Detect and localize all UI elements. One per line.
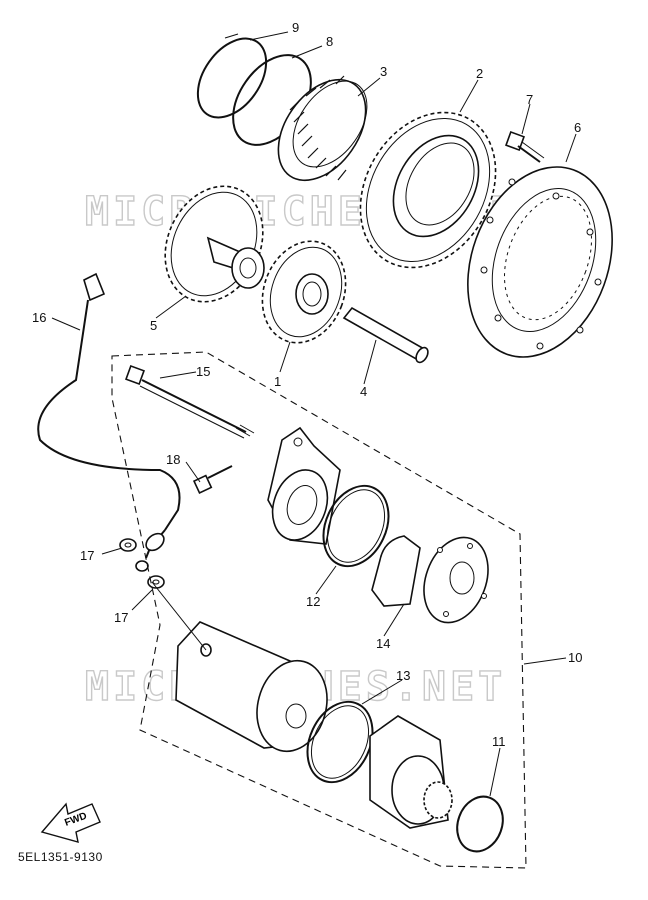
part-5-gear-shaft (164, 185, 265, 303)
part-17-nut-upper (119, 538, 137, 552)
label-part-17-lower: 17 (114, 610, 128, 625)
part-13-o-ring (306, 700, 374, 784)
label-part-18: 18 (166, 452, 180, 467)
label-part-8: 8 (326, 34, 333, 49)
part-18-bolt (192, 465, 233, 494)
part-15-long-bolt (125, 365, 255, 439)
label-part-17-upper: 17 (80, 548, 94, 563)
label-part-2: 2 (476, 66, 483, 81)
part-14-brush-holder (371, 535, 489, 624)
part-9-circlip (196, 33, 268, 119)
part-1-idler-gear (261, 240, 347, 344)
label-part-4: 4 (360, 384, 367, 399)
label-part-12: 12 (306, 594, 320, 609)
label-part-1: 1 (274, 374, 281, 389)
part-6-clutch-housing (467, 166, 613, 358)
rear-cover-pinion (369, 715, 453, 829)
part-2-large-gear (359, 111, 497, 269)
label-part-5: 5 (150, 318, 157, 333)
leader-lines (51, 31, 577, 797)
label-part-7: 7 (526, 92, 533, 107)
part-3-clutch-cage (277, 75, 368, 182)
label-part-3: 3 (380, 64, 387, 79)
motor-yoke (175, 621, 328, 753)
fwd-arrow-icon: FWD (40, 802, 101, 843)
part-12-o-ring (322, 484, 390, 568)
diagram-code: 5EL1351-9130 (18, 850, 103, 864)
label-part-13: 13 (396, 668, 410, 683)
part-16-wire-lead (37, 272, 181, 572)
part-17-nut-lower (147, 575, 165, 589)
label-part-14: 14 (376, 636, 390, 651)
part-7-bolt (505, 131, 545, 163)
label-part-6: 6 (574, 120, 581, 135)
label-part-9: 9 (292, 20, 299, 35)
part-4-shaft (342, 306, 429, 364)
label-part-15: 15 (196, 364, 210, 379)
part-10-assembly-boundary (111, 351, 527, 869)
label-part-10: 10 (568, 650, 582, 665)
label-part-11: 11 (492, 734, 506, 749)
front-cover (267, 426, 341, 545)
label-part-16: 16 (32, 310, 46, 325)
part-11-o-ring (456, 795, 504, 853)
